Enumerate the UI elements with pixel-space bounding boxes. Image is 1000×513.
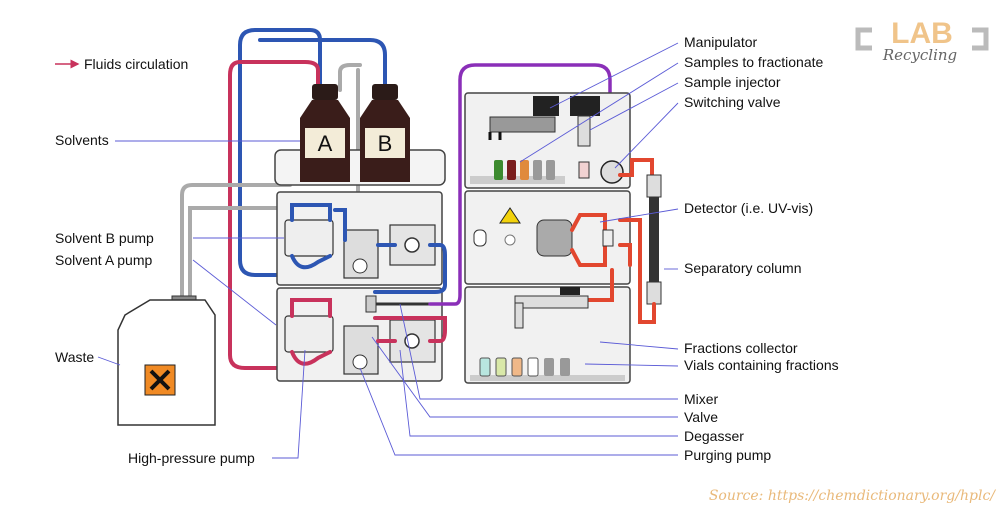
label-samples-to-fractionate: Samples to fractionate <box>684 54 824 70</box>
bottle-a: A <box>300 84 350 182</box>
a-outlet-tube <box>373 316 447 343</box>
leader-lines <box>97 42 679 459</box>
solvent-b-pump <box>284 203 334 270</box>
label-manipulator: Manipulator <box>684 34 757 50</box>
waste-tube <box>180 183 292 302</box>
manipulator <box>488 96 559 140</box>
legend-label: Fluids circulation <box>84 56 188 72</box>
logo-text: LAB <box>891 17 953 50</box>
label-separatory-column: Separatory column <box>684 260 802 276</box>
label-waste: Waste <box>55 349 94 365</box>
solvent-b-tube-2 <box>258 38 387 90</box>
column-outlet-tube <box>618 218 656 324</box>
mixer <box>365 295 430 313</box>
vials-containing-fractions <box>470 357 625 381</box>
label-fractions-collector: Fractions collector <box>684 340 798 356</box>
label-solvents: Solvents <box>55 132 109 148</box>
lab-recycling-logo: LAB Recycling <box>855 17 989 64</box>
bottle-a-label <box>305 128 345 158</box>
logo-subtext: Recycling <box>882 46 957 64</box>
legend: Fluids circulation <box>55 56 188 72</box>
switching-valve <box>600 160 624 184</box>
bottle-b-label <box>365 128 405 158</box>
sample-tube <box>428 63 612 306</box>
solvent-a-pump <box>284 298 334 366</box>
b-outlet-tube <box>373 243 447 294</box>
label-vials: Vials containing fractions <box>684 357 839 373</box>
solvent-b-tube <box>238 28 322 277</box>
waste-tube-2 <box>188 206 302 302</box>
source-credit: Source: https://chemdictionary.org/hplc/ <box>709 488 996 504</box>
label-mixer: Mixer <box>684 391 719 407</box>
separatory-column <box>646 174 662 305</box>
purge-tube <box>338 63 362 92</box>
b-link <box>333 208 347 242</box>
purging-pump-b <box>343 229 379 279</box>
label-valve: Valve <box>684 409 718 425</box>
label-switching-valve: Switching valve <box>684 94 781 110</box>
label-solvent-a-pump: Solvent A pump <box>55 252 153 268</box>
column-inlet-tube <box>618 158 654 177</box>
detector <box>473 207 614 267</box>
label-solvent-b-pump: Solvent B pump <box>55 230 154 246</box>
solvent-a-tube <box>228 60 320 370</box>
bottle-a-letter: A <box>318 131 333 156</box>
bottle-b-letter: B <box>378 131 393 156</box>
purging-pump-a <box>343 325 379 375</box>
label-high-pressure-pump: High-pressure pump <box>128 450 255 466</box>
label-sample-injector: Sample injector <box>684 74 781 90</box>
label-purging-pump: Purging pump <box>684 447 771 463</box>
label-degasser: Degasser <box>684 428 744 444</box>
uv-warning-icon <box>499 207 521 224</box>
label-detector: Detector (i.e. UV-vis) <box>684 200 813 216</box>
samples-to-fractionate <box>470 160 565 184</box>
waste-canister <box>117 295 216 426</box>
degasser-b <box>389 224 436 266</box>
bottle-b: B <box>360 84 410 182</box>
fractions-collector <box>514 287 589 329</box>
